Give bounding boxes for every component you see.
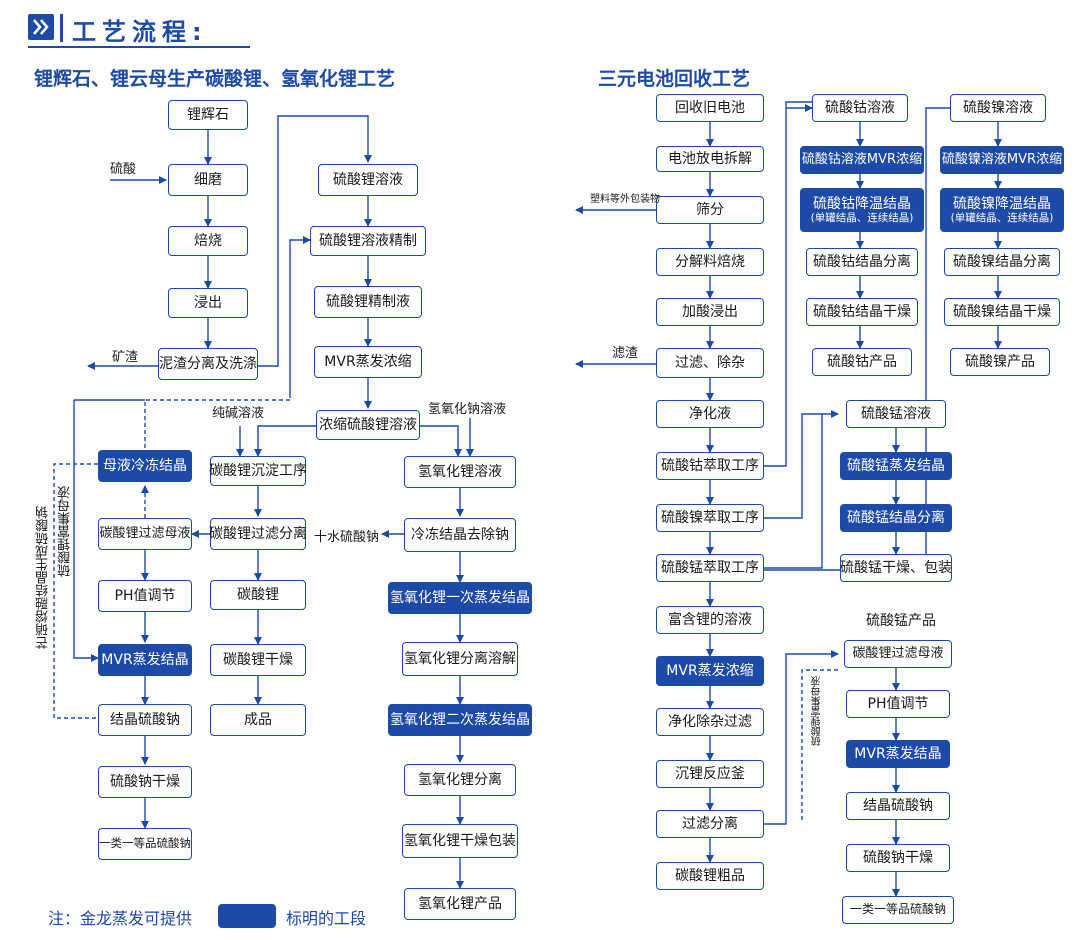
node-coso4-mvr: 硫酸钴溶液MVR浓缩 <box>800 146 924 174</box>
label-glauber-salt: 十水硫酸钠 <box>314 530 380 545</box>
node-mnso4-dry-pack: 硫酸锰干燥、包装 <box>840 554 952 582</box>
node-li2so4-purify: 硫酸锂溶液精制 <box>310 226 426 256</box>
node-roasting: 焙烧 <box>168 226 248 256</box>
node-na2so4-grade1: 一类一等品硫酸钠 <box>98 828 192 860</box>
node-r-ph-adjust: PH值调节 <box>846 690 950 718</box>
node-lioh-evap-1: 氢氧化锂一次蒸发结晶 <box>388 582 532 614</box>
node-niso4-cool-crystal-note: (单罐结晶、连续结晶) <box>950 212 1054 225</box>
label-r-li-enriched-liquor: 硫酸锂富集母液 <box>812 676 823 746</box>
node-li-rich-solution: 富含锂的溶液 <box>656 606 764 634</box>
node-crystal-na2so4: 结晶硫酸钠 <box>98 704 192 736</box>
node-coso4-product: 硫酸钴产品 <box>812 348 912 376</box>
legend-suffix: 标明的工段 <box>286 909 367 928</box>
node-purify-filter: 净化除杂过滤 <box>656 708 764 736</box>
node-mnso4-evap: 硫酸锰蒸发结晶 <box>840 452 952 480</box>
node-niso4-mvr: 硫酸镍溶液MVR浓缩 <box>940 146 1064 174</box>
node-fine-grind: 细磨 <box>168 164 248 196</box>
node-niso4-cool-crystal-label: 硫酸镍降温结晶 <box>952 195 1051 212</box>
label-sulfuric-acid: 硫酸 <box>110 162 137 177</box>
node-coso4-solution: 硫酸钴溶液 <box>812 94 908 122</box>
node-coso4-cool-crystal-label: 硫酸钴降温结晶 <box>812 195 911 212</box>
node-niso4-crystal-dry: 硫酸镍结晶干燥 <box>944 298 1060 326</box>
header-divider <box>60 14 63 42</box>
node-lioh-product: 氢氧化锂产品 <box>404 888 516 920</box>
label-li-enriched-liquor: 硫酸锂富集母液 <box>58 486 73 577</box>
node-niso4-cool-crystal: 硫酸镍降温结晶(单罐结晶、连续结晶) <box>940 188 1064 232</box>
double-chevron-icon <box>28 14 54 40</box>
node-spodumene: 锂辉石 <box>168 100 248 130</box>
node-r-na2so4-grade1: 一类一等品硫酸钠 <box>842 896 954 924</box>
node-li2co3: 碳酸锂 <box>210 580 306 610</box>
label-plastic-packaging: 塑料等外包装物 <box>590 194 660 205</box>
node-ph-adjust: PH值调节 <box>98 580 192 612</box>
node-lioh-evap-2: 氢氧化锂二次蒸发结晶 <box>388 704 532 736</box>
node-lioh-solution: 氢氧化锂溶液 <box>404 456 516 488</box>
node-concentrated-li2so4: 浓缩硫酸锂溶液 <box>316 410 420 440</box>
node-r-na2so4-dry: 硫酸钠干燥 <box>846 844 950 872</box>
node-co-extraction: 硫酸钴萃取工序 <box>656 452 764 480</box>
node-slime-separation: 泥渣分离及洗涤 <box>158 348 258 380</box>
node-r-li2co3-mother-liquor: 碳酸锂过滤母液 <box>844 640 952 668</box>
node-purified-liquid: 净化液 <box>656 400 764 428</box>
node-niso4-solution: 硫酸镍溶液 <box>950 94 1046 122</box>
node-discharge-dismantle: 电池放电拆解 <box>656 146 764 172</box>
node-coso4-cool-crystal-note: (单罐结晶、连续结晶) <box>810 212 914 225</box>
label-mirabilite-melt: 芒硝熔融结晶生成硫酸钠 <box>36 506 51 649</box>
node-coso4-crystal-sep: 硫酸钴结晶分离 <box>806 248 918 276</box>
right-section-title: 三元电池回收工艺 <box>598 68 751 90</box>
node-li2so4-refined: 硫酸锂精制液 <box>314 286 422 318</box>
node-ni-extraction: 硫酸镍萃取工序 <box>656 504 764 532</box>
node-filter-impurity: 过滤、除杂 <box>656 348 764 378</box>
node-na2so4-dry: 硫酸钠干燥 <box>98 766 192 798</box>
label-slag: 矿渣 <box>112 350 139 365</box>
node-freeze-remove-na: 冷冻结晶去除钠 <box>404 518 516 552</box>
node-coso4-cool-crystal: 硫酸钴降温结晶(单罐结晶、连续结晶) <box>800 188 924 232</box>
node-lioh-separation: 氢氧化锂分离 <box>404 764 516 796</box>
node-screening: 筛分 <box>656 196 764 224</box>
label-naoh: 氢氧化钠溶液 <box>428 402 507 417</box>
node-r-mvr-concentrate: MVR蒸发浓缩 <box>656 656 764 686</box>
node-li2co3-dry: 碳酸锂干燥 <box>210 644 306 676</box>
node-li-reactor: 沉锂反应釜 <box>656 760 764 788</box>
legend-prefix: 注：金龙蒸发可提供 <box>48 909 193 928</box>
node-r-crystal-na2so4: 结晶硫酸钠 <box>846 792 950 820</box>
node-mvr-crystallize: MVR蒸发结晶 <box>98 644 192 676</box>
node-leaching: 浸出 <box>168 288 248 318</box>
node-li2so4-solution: 硫酸锂溶液 <box>318 164 418 196</box>
node-mother-liquor-freeze: 母液冷冻结晶 <box>98 450 192 482</box>
node-li2co3-filter: 碳酸锂过滤分离 <box>209 518 307 550</box>
node-lioh-dry-pack: 氢氧化锂干燥包装 <box>402 824 518 858</box>
node-filter-separation: 过滤分离 <box>656 810 764 838</box>
label-mnso4-product: 硫酸锰产品 <box>866 613 936 629</box>
node-r-mvr-crystallize: MVR蒸发结晶 <box>846 740 950 768</box>
header-underline <box>28 46 250 48</box>
node-li2co3-precip: 碳酸锂沉淀工序 <box>209 456 307 486</box>
left-section-title: 锂辉石、锂云母生产碳酸锂、氢氧化锂工艺 <box>34 68 396 90</box>
node-mvr-concentrate: MVR蒸发浓缩 <box>314 346 422 378</box>
node-li2co3-mother-liquor: 碳酸锂过滤母液 <box>98 518 192 550</box>
node-acid-leach: 加酸浸出 <box>656 298 764 326</box>
node-mnso4-solution: 硫酸锰溶液 <box>846 400 946 428</box>
node-finished: 成品 <box>210 704 306 736</box>
legend-swatch <box>218 904 276 928</box>
page-title: 工艺流程: <box>72 18 208 46</box>
node-li2co3-crude: 碳酸锂粗品 <box>656 862 764 890</box>
node-coso4-crystal-dry: 硫酸钴结晶干燥 <box>806 298 918 326</box>
node-recycle-battery: 回收旧电池 <box>656 94 764 122</box>
node-mn-extraction: 硫酸锰萃取工序 <box>656 554 764 582</box>
node-niso4-crystal-sep: 硫酸镍结晶分离 <box>944 248 1060 276</box>
label-soda-ash: 纯碱溶液 <box>212 406 265 421</box>
node-niso4-product: 硫酸镍产品 <box>950 348 1050 376</box>
label-filter-residue: 滤渣 <box>612 346 639 361</box>
node-roast-material: 分解料焙烧 <box>656 248 764 276</box>
node-mnso4-sep: 硫酸锰结晶分离 <box>840 504 952 532</box>
node-lioh-sep-dissolve: 氢氧化锂分离溶解 <box>402 642 518 676</box>
